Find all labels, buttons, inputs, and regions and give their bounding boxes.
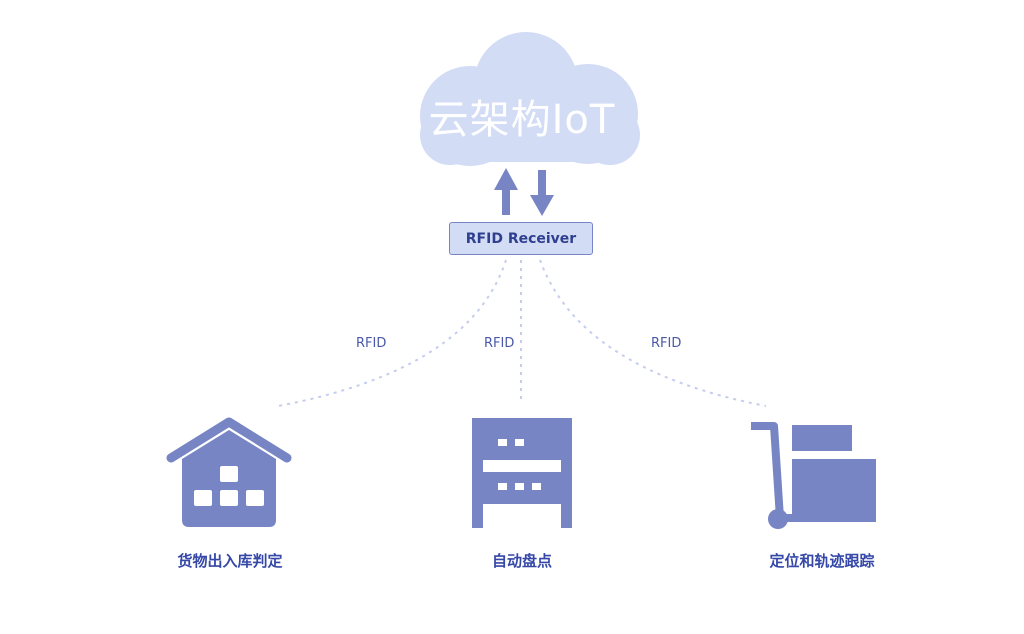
warehouse-icon bbox=[166, 417, 292, 527]
shelf-rack-icon bbox=[472, 418, 572, 528]
rfid-link-label-right: RFID bbox=[651, 336, 682, 351]
node-caption-inventory: 自动盘点 bbox=[491, 552, 553, 570]
rfid-link-right bbox=[539, 259, 767, 407]
cloud-icon bbox=[420, 32, 640, 166]
node-caption-warehouse: 货物出入库判定 bbox=[177, 552, 283, 570]
download-arrow-icon bbox=[530, 170, 554, 216]
rfid-link-label-left: RFID bbox=[356, 336, 387, 351]
rfid-link-label-center: RFID bbox=[484, 336, 515, 351]
cart-icon bbox=[751, 422, 876, 529]
cloud-title: 云架构IoT bbox=[428, 97, 616, 143]
rfid-receiver-box[interactable]: RFID Receiver bbox=[449, 222, 593, 255]
upload-arrow-icon bbox=[494, 168, 518, 215]
rfid-receiver-label: RFID Receiver bbox=[465, 230, 577, 247]
rfid-link-left bbox=[277, 259, 507, 407]
node-caption-tracking: 定位和轨迹跟踪 bbox=[769, 552, 875, 570]
